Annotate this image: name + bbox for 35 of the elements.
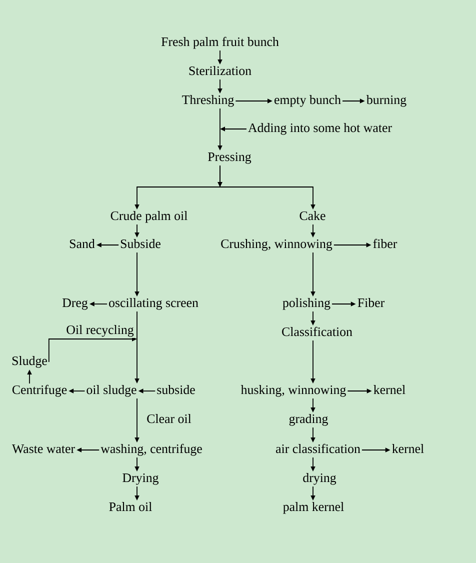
step-text: empty bunch — [274, 95, 341, 107]
step-text: Fiber — [358, 298, 384, 308]
step-text: Dreg — [62, 298, 88, 310]
step-text: husking, winnowing — [240, 385, 346, 397]
step-text: Adding into some hot water — [248, 123, 392, 135]
step-text: Waste water — [12, 444, 75, 454]
step-text: polishing — [282, 298, 330, 310]
step-text: oscillating screen — [109, 298, 198, 310]
step-text: Centrifuge — [12, 384, 67, 397]
step-text: Threshing — [182, 95, 234, 107]
step-text: Pressing — [208, 152, 252, 164]
step-text: fiber — [373, 238, 398, 248]
step-text: Palm oil — [109, 502, 152, 512]
edge-label: Oil recycling — [65, 324, 135, 338]
step-text: washing, centrifuge — [100, 444, 202, 456]
step-text: kernel — [392, 444, 424, 454]
step-text: Sand — [70, 239, 95, 248]
step-text: oil sludge — [86, 385, 136, 397]
step-text: drying — [303, 473, 336, 485]
edge-label: Clear oil — [146, 413, 192, 427]
step-text: Drying — [122, 473, 159, 485]
step-text: Fresh palm fruit bunch — [161, 36, 279, 49]
step-text: palm kernel — [283, 502, 344, 514]
step-text: Sterilization — [189, 66, 252, 76]
step-text: Sludge — [12, 356, 47, 368]
step-text: Classification — [282, 326, 352, 336]
step-text: Crushing, winnowing — [221, 239, 332, 251]
step-text: Cake — [300, 211, 326, 220]
step-text: Subside — [120, 239, 160, 248]
step-text: grading — [289, 414, 328, 426]
step-text: subside — [157, 385, 195, 394]
step-text: air classification — [276, 444, 360, 454]
step-text: Crude palm oil — [110, 211, 188, 223]
step-text: kernel — [374, 385, 406, 394]
step-text: burning — [366, 95, 406, 107]
